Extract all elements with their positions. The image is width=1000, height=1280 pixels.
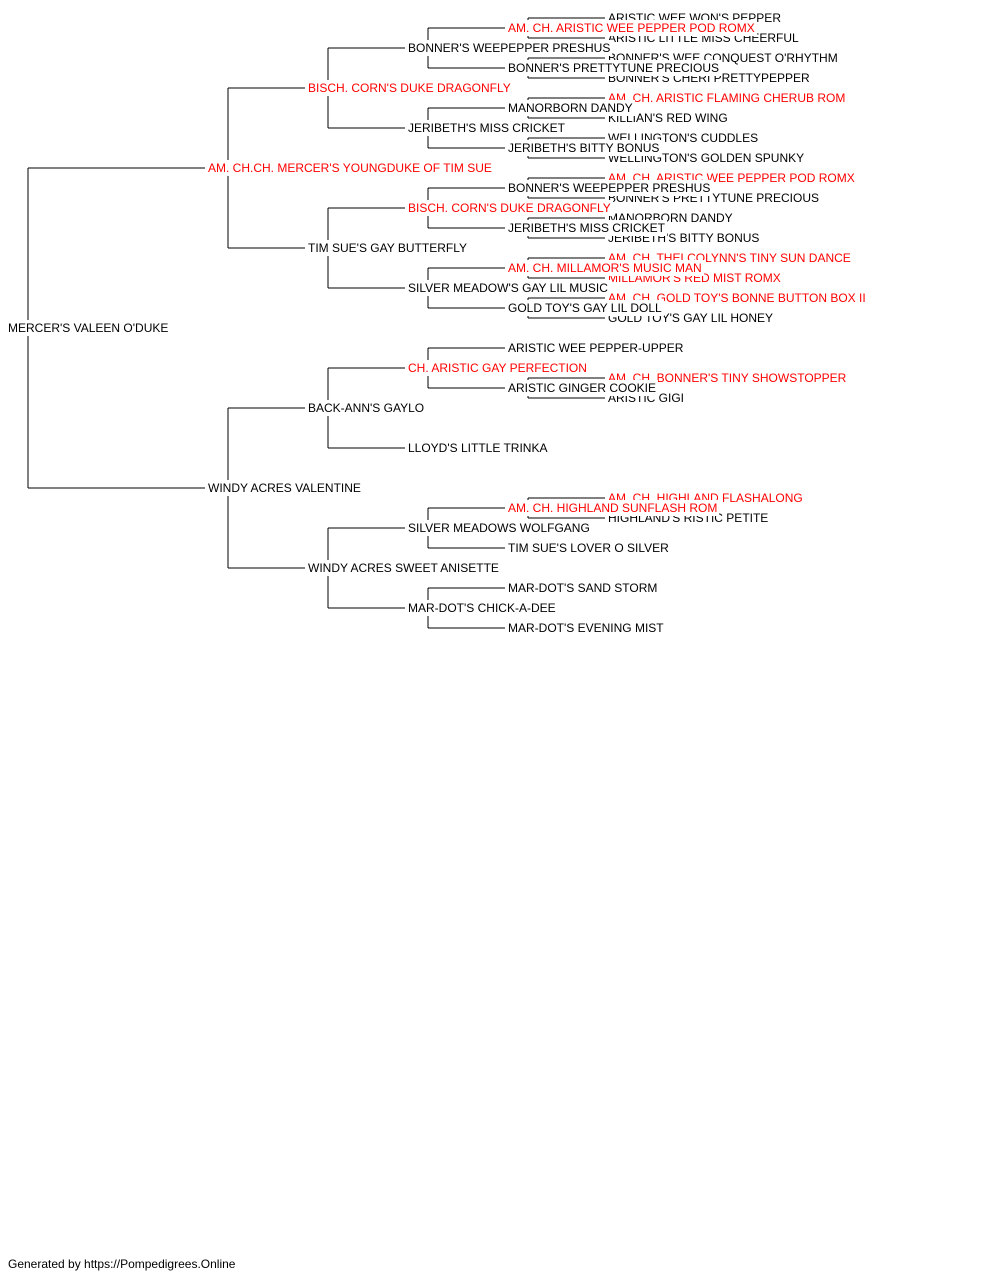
pedigree-sire-gen3: SILVER MEADOWS WOLFGANG <box>408 520 592 536</box>
pedigree-sire-gen2: BISCH. CORN'S DUKE DRAGONFLY <box>308 80 513 96</box>
pedigree-dam-gen3: SILVER MEADOW'S GAY LIL MUSIC <box>408 280 610 296</box>
pedigree-dam-gen2: TIM SUE'S GAY BUTTERFLY <box>308 240 469 256</box>
pedigree-dam-gen3: JERIBETH'S MISS CRICKET <box>408 120 567 136</box>
pedigree-sire-gen4: AM. CH. MILLAMOR'S MUSIC MAN <box>508 260 704 276</box>
pedigree-dam-gen4: BONNER'S PRETTYTUNE PRECIOUS <box>508 60 721 76</box>
pedigree-dam-gen3: LLOYD'S LITTLE TRINKA <box>408 440 550 456</box>
pedigree-dam-gen4: MAR-DOT'S EVENING MIST <box>508 620 666 636</box>
pedigree-sire-gen1: AM. CH.CH. MERCER'S YOUNGDUKE OF TIM SUE <box>208 160 494 176</box>
pedigree-sire-gen4: MANORBORN DANDY <box>508 100 635 116</box>
pedigree-sire-gen4: AM. CH. ARISTIC WEE PEPPER POD ROMX <box>508 20 757 36</box>
pedigree-dam-gen4: TIM SUE'S LOVER O SILVER <box>508 540 671 556</box>
pedigree-dam-gen2: WINDY ACRES SWEET ANISETTE <box>308 560 501 576</box>
pedigree-sire-gen5: AM. CH. ARISTIC FLAMING CHERUB ROM <box>608 90 848 106</box>
pedigree-sire-gen5: AM. CH. GOLD TOY'S BONNE BUTTON BOX II <box>608 290 868 306</box>
pedigree-sire-gen4: BONNER'S WEEPEPPER PRESHUS <box>508 180 713 196</box>
pedigree-sire-gen5: AM. CH. BONNER'S TINY SHOWSTOPPER <box>608 370 849 386</box>
pedigree-dam-gen4: JERIBETH'S BITTY BONUS <box>508 140 662 156</box>
pedigree-sire-gen2: BACK-ANN'S GAYLO <box>308 400 427 416</box>
pedigree-dam-gen1: WINDY ACRES VALENTINE <box>208 480 363 496</box>
pedigree-dam-gen4: ARISTIC GINGER COOKIE <box>508 380 659 396</box>
pedigree-subject-gen0: MERCER'S VALEEN O'DUKE <box>8 320 171 336</box>
footer-credit: Generated by https://Pompedigrees.Online <box>8 1257 236 1271</box>
pedigree-dam-gen4: GOLD TOY'S GAY LIL DOLL <box>508 300 664 316</box>
pedigree-dam-gen4: JERIBETH'S MISS CRICKET <box>508 220 667 236</box>
pedigree-sire-gen3: CH. ARISTIC GAY PERFECTION <box>408 360 589 376</box>
pedigree-sire-gen3: BONNER'S WEEPEPPER PRESHUS <box>408 40 613 56</box>
pedigree-sire-gen4: MAR-DOT'S SAND STORM <box>508 580 660 596</box>
pedigree-sire-gen3: BISCH. CORN'S DUKE DRAGONFLY <box>408 200 613 216</box>
pedigree-sire-gen4: AM. CH. HIGHLAND SUNFLASH ROM <box>508 500 720 516</box>
pedigree-sire-gen4: ARISTIC WEE PEPPER-UPPER <box>508 340 686 356</box>
pedigree-dam-gen3: MAR-DOT'S CHICK-A-DEE <box>408 600 558 616</box>
pedigree-dam-gen5: KILLIAN'S RED WING <box>608 110 730 126</box>
